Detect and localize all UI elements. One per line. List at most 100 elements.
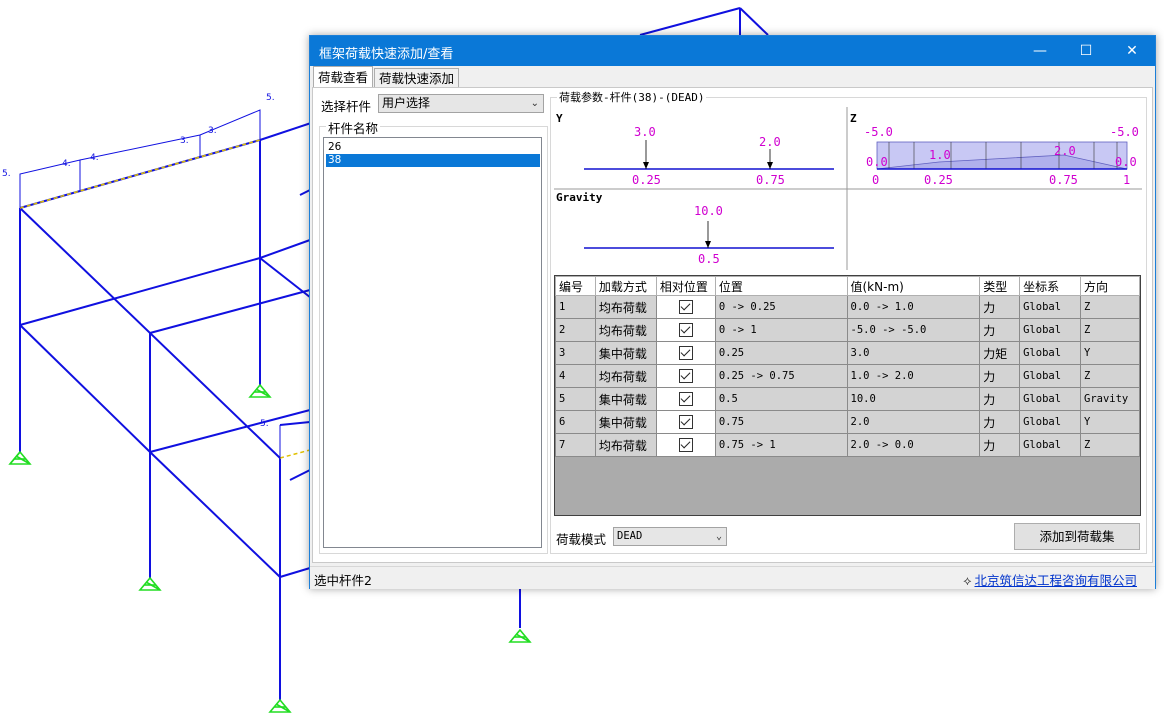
diagram-z-tick: 0.75 — [1049, 173, 1078, 187]
relative-position-checkbox[interactable] — [655, 318, 716, 342]
col-header[interactable]: 坐标系 — [1019, 276, 1081, 296]
diagram-y-load-1: 3.0 — [634, 125, 656, 139]
cell-direction[interactable]: Z — [1080, 364, 1140, 388]
cell-load-method[interactable]: 集中荷载 — [594, 341, 657, 365]
load-value-labels: 5. 5. 4. 4. 3. 3. 5. — [2, 93, 275, 429]
checkbox-checked-icon[interactable] — [678, 415, 693, 429]
cell-position[interactable]: 0.75 -> 1 — [714, 433, 848, 457]
cell-id[interactable]: 6 — [555, 410, 596, 434]
cell-id[interactable]: 5 — [555, 387, 596, 411]
cell-coord-system[interactable]: Global — [1019, 433, 1081, 457]
relative-position-checkbox[interactable] — [655, 410, 716, 434]
cell-type[interactable]: 力 — [979, 387, 1021, 411]
diagram-z-arrows — [888, 142, 1118, 169]
cell-type[interactable]: 力 — [979, 295, 1021, 319]
cell-position[interactable]: 0 -> 0.25 — [714, 295, 848, 319]
cell-type[interactable]: 力 — [979, 410, 1021, 434]
cell-coord-system[interactable]: Global — [1019, 410, 1081, 434]
cell-value[interactable]: 10.0 — [846, 387, 981, 411]
col-header[interactable]: 加载方式 — [594, 276, 657, 296]
checkbox-checked-icon[interactable] — [678, 346, 693, 360]
add-to-load-set-button[interactable]: 添加到荷载集 — [1014, 523, 1140, 550]
cell-value[interactable]: 1.0 -> 2.0 — [846, 364, 981, 388]
load-mode-value: DEAD — [617, 530, 643, 542]
cell-type[interactable]: 力 — [979, 318, 1021, 342]
diagram-z-right-mid: 0.0 — [1115, 155, 1137, 169]
col-header[interactable]: 方向 — [1080, 276, 1140, 296]
load-table[interactable]: 编号 加载方式 相对位置 位置 值(kN-m) 类型 坐标系 方向 1 均布荷载… — [554, 275, 1141, 516]
cell-value[interactable]: 3.0 — [846, 341, 981, 365]
cell-position[interactable]: 0.5 — [714, 387, 848, 411]
relative-position-checkbox[interactable] — [655, 387, 716, 411]
cell-direction[interactable]: Z — [1080, 433, 1140, 457]
cell-load-method[interactable]: 均布荷载 — [594, 364, 657, 388]
diagram-y-pos-2: 0.75 — [756, 173, 785, 187]
model-label: 5. — [2, 169, 11, 179]
cell-position[interactable]: 0.75 — [714, 410, 848, 434]
col-header[interactable]: 类型 — [979, 276, 1021, 296]
cell-load-method[interactable]: 集中荷载 — [594, 410, 657, 434]
list-item[interactable]: 26 — [328, 141, 342, 153]
cell-position[interactable]: 0.25 — [714, 341, 848, 365]
list-item-selected[interactable]: 38 — [326, 154, 540, 167]
cell-type[interactable]: 力 — [979, 433, 1021, 457]
maximize-button[interactable]: ☐ — [1079, 43, 1093, 59]
support-icons — [8, 383, 532, 713]
member-select-dropdown[interactable]: 用户选择 ⌄ — [378, 94, 544, 113]
checkbox-checked-icon[interactable] — [678, 323, 693, 337]
diagram-z-title: Z — [850, 112, 857, 125]
cell-direction[interactable]: Z — [1080, 318, 1140, 342]
cell-load-method[interactable]: 均布荷载 — [594, 295, 657, 319]
cell-coord-system[interactable]: Global — [1019, 341, 1081, 365]
cell-coord-system[interactable]: Global — [1019, 364, 1081, 388]
tab-load-view[interactable]: 荷载查看 — [313, 66, 374, 88]
cell-direction[interactable]: Gravity — [1080, 387, 1140, 411]
diagram-z-tick: 0.25 — [924, 173, 953, 187]
table-row: 7 均布荷载 0.75 -> 1 2.0 -> 0.0 力 Global Z — [555, 433, 1140, 457]
checkbox-checked-icon[interactable] — [678, 369, 693, 383]
title-bar[interactable]: 框架荷载快速添加/查看 — ☐ ✕ — [310, 36, 1155, 66]
col-header[interactable]: 编号 — [555, 276, 596, 296]
cell-id[interactable]: 7 — [555, 433, 596, 457]
relative-position-checkbox[interactable] — [655, 364, 716, 388]
col-header[interactable]: 值(kN-m) — [846, 276, 981, 296]
cell-direction[interactable]: Z — [1080, 295, 1140, 319]
load-mode-label: 荷载模式 — [556, 532, 607, 547]
cell-load-method[interactable]: 均布荷载 — [594, 318, 657, 342]
company-link[interactable]: ⟡北京筑信达工程咨询有限公司 — [963, 573, 1137, 588]
cell-id[interactable]: 2 — [555, 318, 596, 342]
cell-type[interactable]: 力 — [979, 364, 1021, 388]
col-header[interactable]: 相对位置 — [655, 276, 716, 296]
checkbox-checked-icon[interactable] — [678, 300, 693, 314]
cell-type[interactable]: 力矩 — [979, 341, 1021, 365]
load-mode-dropdown[interactable]: DEAD ⌄ — [613, 527, 727, 546]
tab-load-quick-add[interactable]: 荷载快速添加 — [374, 68, 460, 87]
relative-position-checkbox[interactable] — [655, 341, 716, 365]
cell-value[interactable]: 2.0 — [846, 410, 981, 434]
col-header[interactable]: 位置 — [714, 276, 848, 296]
cell-value[interactable]: -5.0 -> -5.0 — [846, 318, 981, 342]
cell-position[interactable]: 0.25 -> 0.75 — [714, 364, 848, 388]
cell-id[interactable]: 3 — [555, 341, 596, 365]
cell-position[interactable]: 0 -> 1 — [714, 318, 848, 342]
cell-load-method[interactable]: 集中荷载 — [594, 387, 657, 411]
member-list[interactable]: 26 38 — [323, 137, 542, 548]
cell-id[interactable]: 4 — [555, 364, 596, 388]
relative-position-checkbox[interactable] — [655, 433, 716, 457]
table-row: 3 集中荷载 0.25 3.0 力矩 Global Y — [555, 341, 1140, 365]
cell-coord-system[interactable]: Global — [1019, 295, 1081, 319]
cell-direction[interactable]: Y — [1080, 341, 1140, 365]
cell-direction[interactable]: Y — [1080, 410, 1140, 434]
minimize-button[interactable]: — — [1033, 43, 1047, 59]
cell-value[interactable]: 2.0 -> 0.0 — [846, 433, 981, 457]
cell-coord-system[interactable]: Global — [1019, 387, 1081, 411]
cell-value[interactable]: 0.0 -> 1.0 — [846, 295, 981, 319]
cell-load-method[interactable]: 均布荷载 — [594, 433, 657, 457]
checkbox-checked-icon[interactable] — [678, 438, 693, 452]
cell-coord-system[interactable]: Global — [1019, 318, 1081, 342]
relative-position-checkbox[interactable] — [655, 295, 716, 319]
checkbox-checked-icon[interactable] — [678, 392, 693, 406]
close-button[interactable]: ✕ — [1126, 43, 1138, 59]
cell-id[interactable]: 1 — [555, 295, 596, 319]
